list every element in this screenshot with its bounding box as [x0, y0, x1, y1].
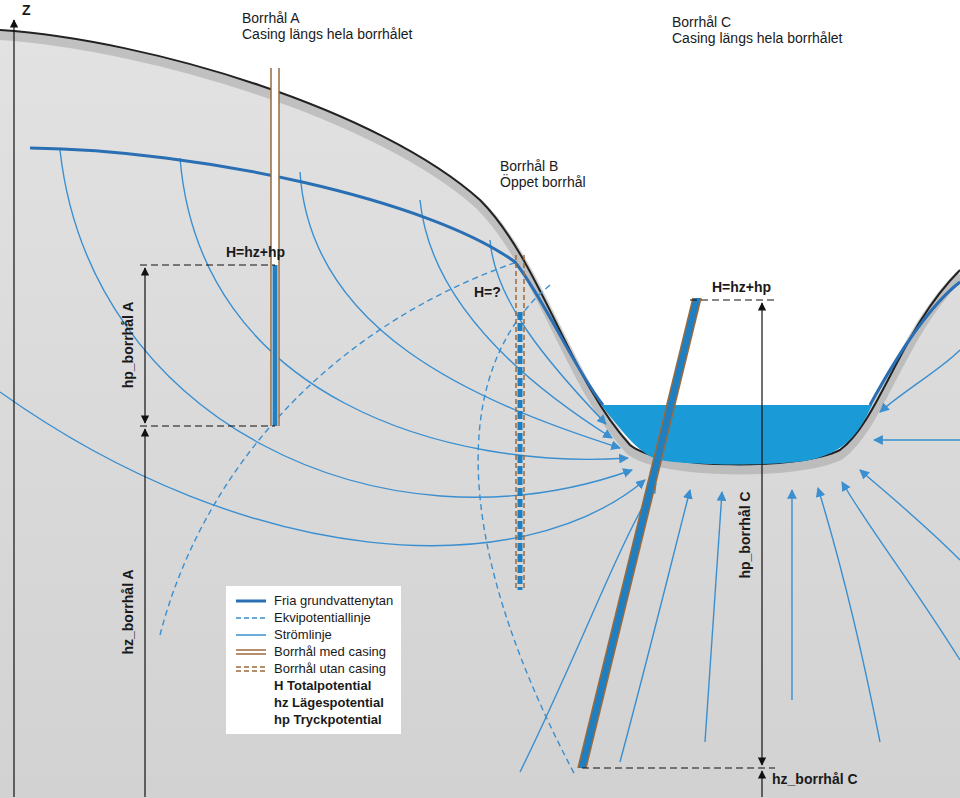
legend-text: Strömlinje	[274, 627, 332, 642]
axis-label: Z	[22, 2, 31, 18]
equipotential-lines-part	[478, 285, 575, 775]
legend-line	[236, 634, 266, 636]
borehole-title: Borrhål A	[242, 10, 300, 26]
dimension-label: hz_borrhål A	[120, 569, 136, 654]
dimension-lines-part	[144, 268, 145, 423]
borehole-c-part	[578, 298, 693, 768]
legend-text: Ekvipotentiallinje	[274, 610, 371, 625]
dimension-lines-part	[690, 299, 775, 300]
streamlines-part	[860, 470, 960, 560]
legend-text: hp Tryckpotential	[274, 712, 382, 727]
dimension-lines-part	[582, 767, 775, 768]
borehole-c	[578, 298, 701, 768]
legend-line	[236, 666, 266, 668]
borehole-b-part	[523, 255, 525, 590]
equipotential-lines	[160, 262, 575, 775]
water-table	[30, 148, 960, 405]
potential-formula: H=?	[474, 284, 501, 300]
borehole-b-part	[515, 255, 517, 590]
dimension-lines-part	[761, 771, 762, 797]
streamlines-part	[705, 492, 722, 742]
legend-sample	[234, 594, 268, 608]
borehole-b-part	[518, 312, 523, 590]
borehole-note: Casing längs hela borrhålet	[672, 30, 842, 46]
legend-text: Borrhål utan casing	[274, 661, 386, 676]
borehole-c-part	[578, 298, 701, 768]
legend-sample	[234, 628, 268, 642]
ground-part	[0, 35, 960, 469]
dimension-label: hp_borrhål C	[737, 491, 753, 578]
ground-part	[0, 30, 960, 464]
legend-row: Strömlinje	[234, 626, 393, 643]
dimension-lines-part	[761, 303, 762, 765]
borehole-c-part	[586, 298, 701, 768]
streamlines-part	[620, 490, 690, 762]
legend-row: Borrhål utan casing	[234, 660, 393, 677]
borehole-b	[516, 255, 524, 590]
legend-row: Ekvipotentiallinje	[234, 609, 393, 626]
streamlines-part	[300, 172, 620, 448]
legend-line	[236, 653, 266, 655]
dimension-lines-part	[140, 425, 275, 426]
borehole-note: Casing längs hela borrhålet	[242, 26, 412, 42]
streamlines-part	[490, 240, 606, 424]
streamlines-part	[180, 158, 628, 459]
legend-row: H Totalpotential	[234, 677, 393, 694]
streamlines-part	[874, 439, 960, 440]
dimension-lines-part	[144, 429, 145, 797]
borehole-a-part	[273, 265, 278, 426]
legend-sample	[234, 679, 268, 693]
legend-line	[236, 649, 266, 651]
legend-row: Fria grundvattenytan	[234, 592, 393, 609]
streamlines	[0, 150, 960, 772]
legend-sample	[234, 662, 268, 676]
dimension-lines-part	[140, 264, 275, 265]
dimension-label: hz_borrhål C	[772, 771, 858, 787]
streamlines-part	[60, 150, 632, 497]
legend-row: Borrhål med casing	[234, 643, 393, 660]
streamlines-part	[791, 490, 792, 700]
legend: Fria grundvattenytanEkvipotentiallinjeSt…	[226, 586, 401, 734]
potential-formula: H=hz+hp	[712, 279, 771, 295]
legend-line	[236, 617, 266, 619]
legend-sample	[234, 696, 268, 710]
streamlines-part	[0, 392, 645, 546]
dimension-lines-part	[13, 20, 14, 797]
legend-sample	[234, 611, 268, 625]
dimension-lines	[14, 20, 775, 797]
legend-text: Fria grundvattenytan	[274, 593, 393, 608]
legend-line	[236, 670, 266, 672]
equipotential-lines-part	[160, 262, 517, 635]
legend-text: H Totalpotential	[274, 678, 371, 693]
borehole-title: Borrhål C	[672, 14, 731, 30]
water-table-part	[30, 148, 603, 405]
ground	[0, 30, 960, 798]
legend-row: hp Tryckpotential	[234, 711, 393, 728]
legend-text: Borrhål med casing	[274, 644, 386, 659]
legend-sample	[234, 713, 268, 727]
ground-part	[0, 30, 960, 798]
water-table-part	[870, 282, 960, 405]
dimension-label: hp_borrhål A	[120, 302, 136, 389]
legend-text: hz Lägespotential	[274, 695, 384, 710]
legend-sample	[234, 645, 268, 659]
borehole-title: Borrhål B	[500, 158, 558, 174]
legend-line	[236, 599, 266, 602]
borehole-note: Öppet borrhål	[500, 174, 586, 190]
legend-row: hz Lägespotential	[234, 694, 393, 711]
lake	[601, 405, 872, 465]
potential-formula: H=hz+hp	[226, 244, 285, 260]
streamlines-part	[880, 350, 960, 412]
streamlines-part	[842, 482, 960, 660]
